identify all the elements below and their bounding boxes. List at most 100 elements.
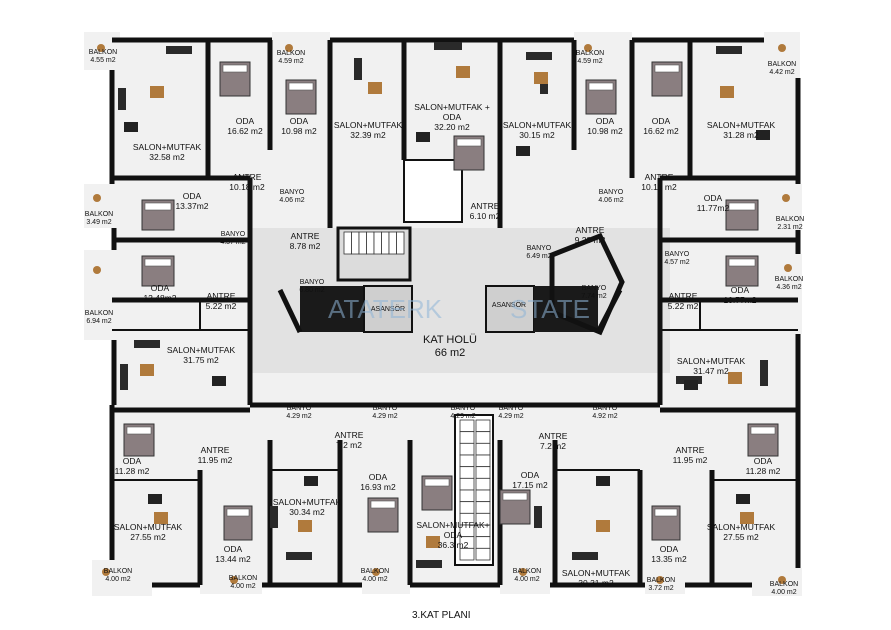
balcony-table-icon: [285, 44, 293, 52]
stair-tread: [343, 231, 352, 255]
room-label-text: ANTRE: [645, 172, 674, 182]
coffee-table-icon: [740, 512, 754, 524]
stair-tread: [358, 231, 367, 255]
stair-tread: [475, 547, 491, 561]
room-area-text: 4.59 m2: [577, 58, 602, 65]
room-area-text: 30.31 m2: [578, 578, 614, 588]
room-label-text: BALKON: [104, 568, 132, 575]
room-label-text: SALON+MUTFAK+: [416, 520, 489, 530]
stair-tread: [388, 231, 397, 255]
coffee-table-icon: [456, 66, 470, 78]
room-area-text: 3.72 m2: [648, 585, 673, 592]
room-area-text: 4.00 m2: [362, 576, 387, 583]
room-label-text: ASANSÖR: [492, 301, 526, 309]
stair-tread: [396, 231, 405, 255]
balcony-table-icon: [97, 44, 105, 52]
walls: [109, 37, 801, 588]
room-label-text: BANYO: [451, 405, 476, 412]
coffee-table-icon: [368, 82, 382, 94]
room-area-text: 6.10 m2: [470, 211, 501, 221]
room-label-text: BALKON: [85, 310, 113, 317]
room-area-text: 32.58 m2: [149, 152, 185, 162]
room-area-text: 27.55 m2: [130, 532, 166, 542]
sofa-icon: [270, 506, 278, 528]
room-label-text: ANTRE: [471, 201, 500, 211]
pillow-icon: [288, 82, 314, 91]
room-area-text: 10.77m2: [723, 295, 756, 305]
room-label-text: BANYO: [599, 189, 624, 196]
room-area-text: 10.18 m2: [229, 182, 265, 192]
stairwell-bottom: [454, 414, 494, 566]
sofa-icon: [416, 560, 442, 568]
balcony-table-icon: [93, 266, 101, 274]
room-label-text: SALON+MUTFAK: [133, 142, 202, 152]
room-label-text: BANYO: [280, 189, 305, 196]
coffee-table-icon: [596, 520, 610, 532]
room-area-text: 10.18 m2: [641, 182, 677, 192]
stair-tread: [475, 477, 491, 491]
sofa-icon: [166, 46, 192, 54]
room-area-text: 4.06 m2: [279, 197, 304, 204]
pillow-icon: [456, 138, 482, 147]
room-area-text: 4.29 m2: [286, 413, 311, 420]
dining-table-icon: [124, 122, 138, 132]
room-area-text: 4.92 m2: [592, 413, 617, 420]
dining-table-icon: [212, 376, 226, 386]
room-label-text: BALKON: [576, 50, 604, 57]
stair-tread: [459, 489, 475, 503]
room-area-text: 12.48m2: [143, 293, 176, 303]
room-area-text: 32.39 m2: [350, 130, 386, 140]
room-area-text: 13.44 m2: [215, 554, 251, 564]
dining-table-icon: [148, 494, 162, 504]
balcony-table-icon: [102, 568, 110, 576]
room-area-text: 4.00 m2: [230, 583, 255, 590]
dining-table-icon: [684, 380, 698, 390]
room-area-text: 66 m2: [435, 347, 466, 359]
room-label-text: BANYO: [665, 251, 690, 258]
sofa-icon: [434, 42, 462, 50]
stair-tread: [459, 431, 475, 444]
pillow-icon: [750, 426, 776, 435]
room-area-text: 5.22 m2: [668, 301, 699, 311]
room-area-text: 6.49 m2: [526, 253, 551, 260]
room-label-text: ANTRE: [335, 430, 364, 440]
room-area-text: 10.98 m2: [587, 126, 623, 136]
room-area-text: 4.59 m2: [278, 58, 303, 65]
room-label-text: ODA: [660, 544, 679, 554]
stair-tread: [475, 442, 491, 456]
room-area-text: 11.95 m2: [198, 455, 233, 465]
room-label-text: ANTRE: [233, 172, 262, 182]
room-area-text: 36.3 m2: [438, 540, 469, 550]
sofa-icon: [534, 506, 542, 528]
room-area-text: 13.35 m2: [651, 554, 687, 564]
dining-table-icon: [736, 494, 750, 504]
